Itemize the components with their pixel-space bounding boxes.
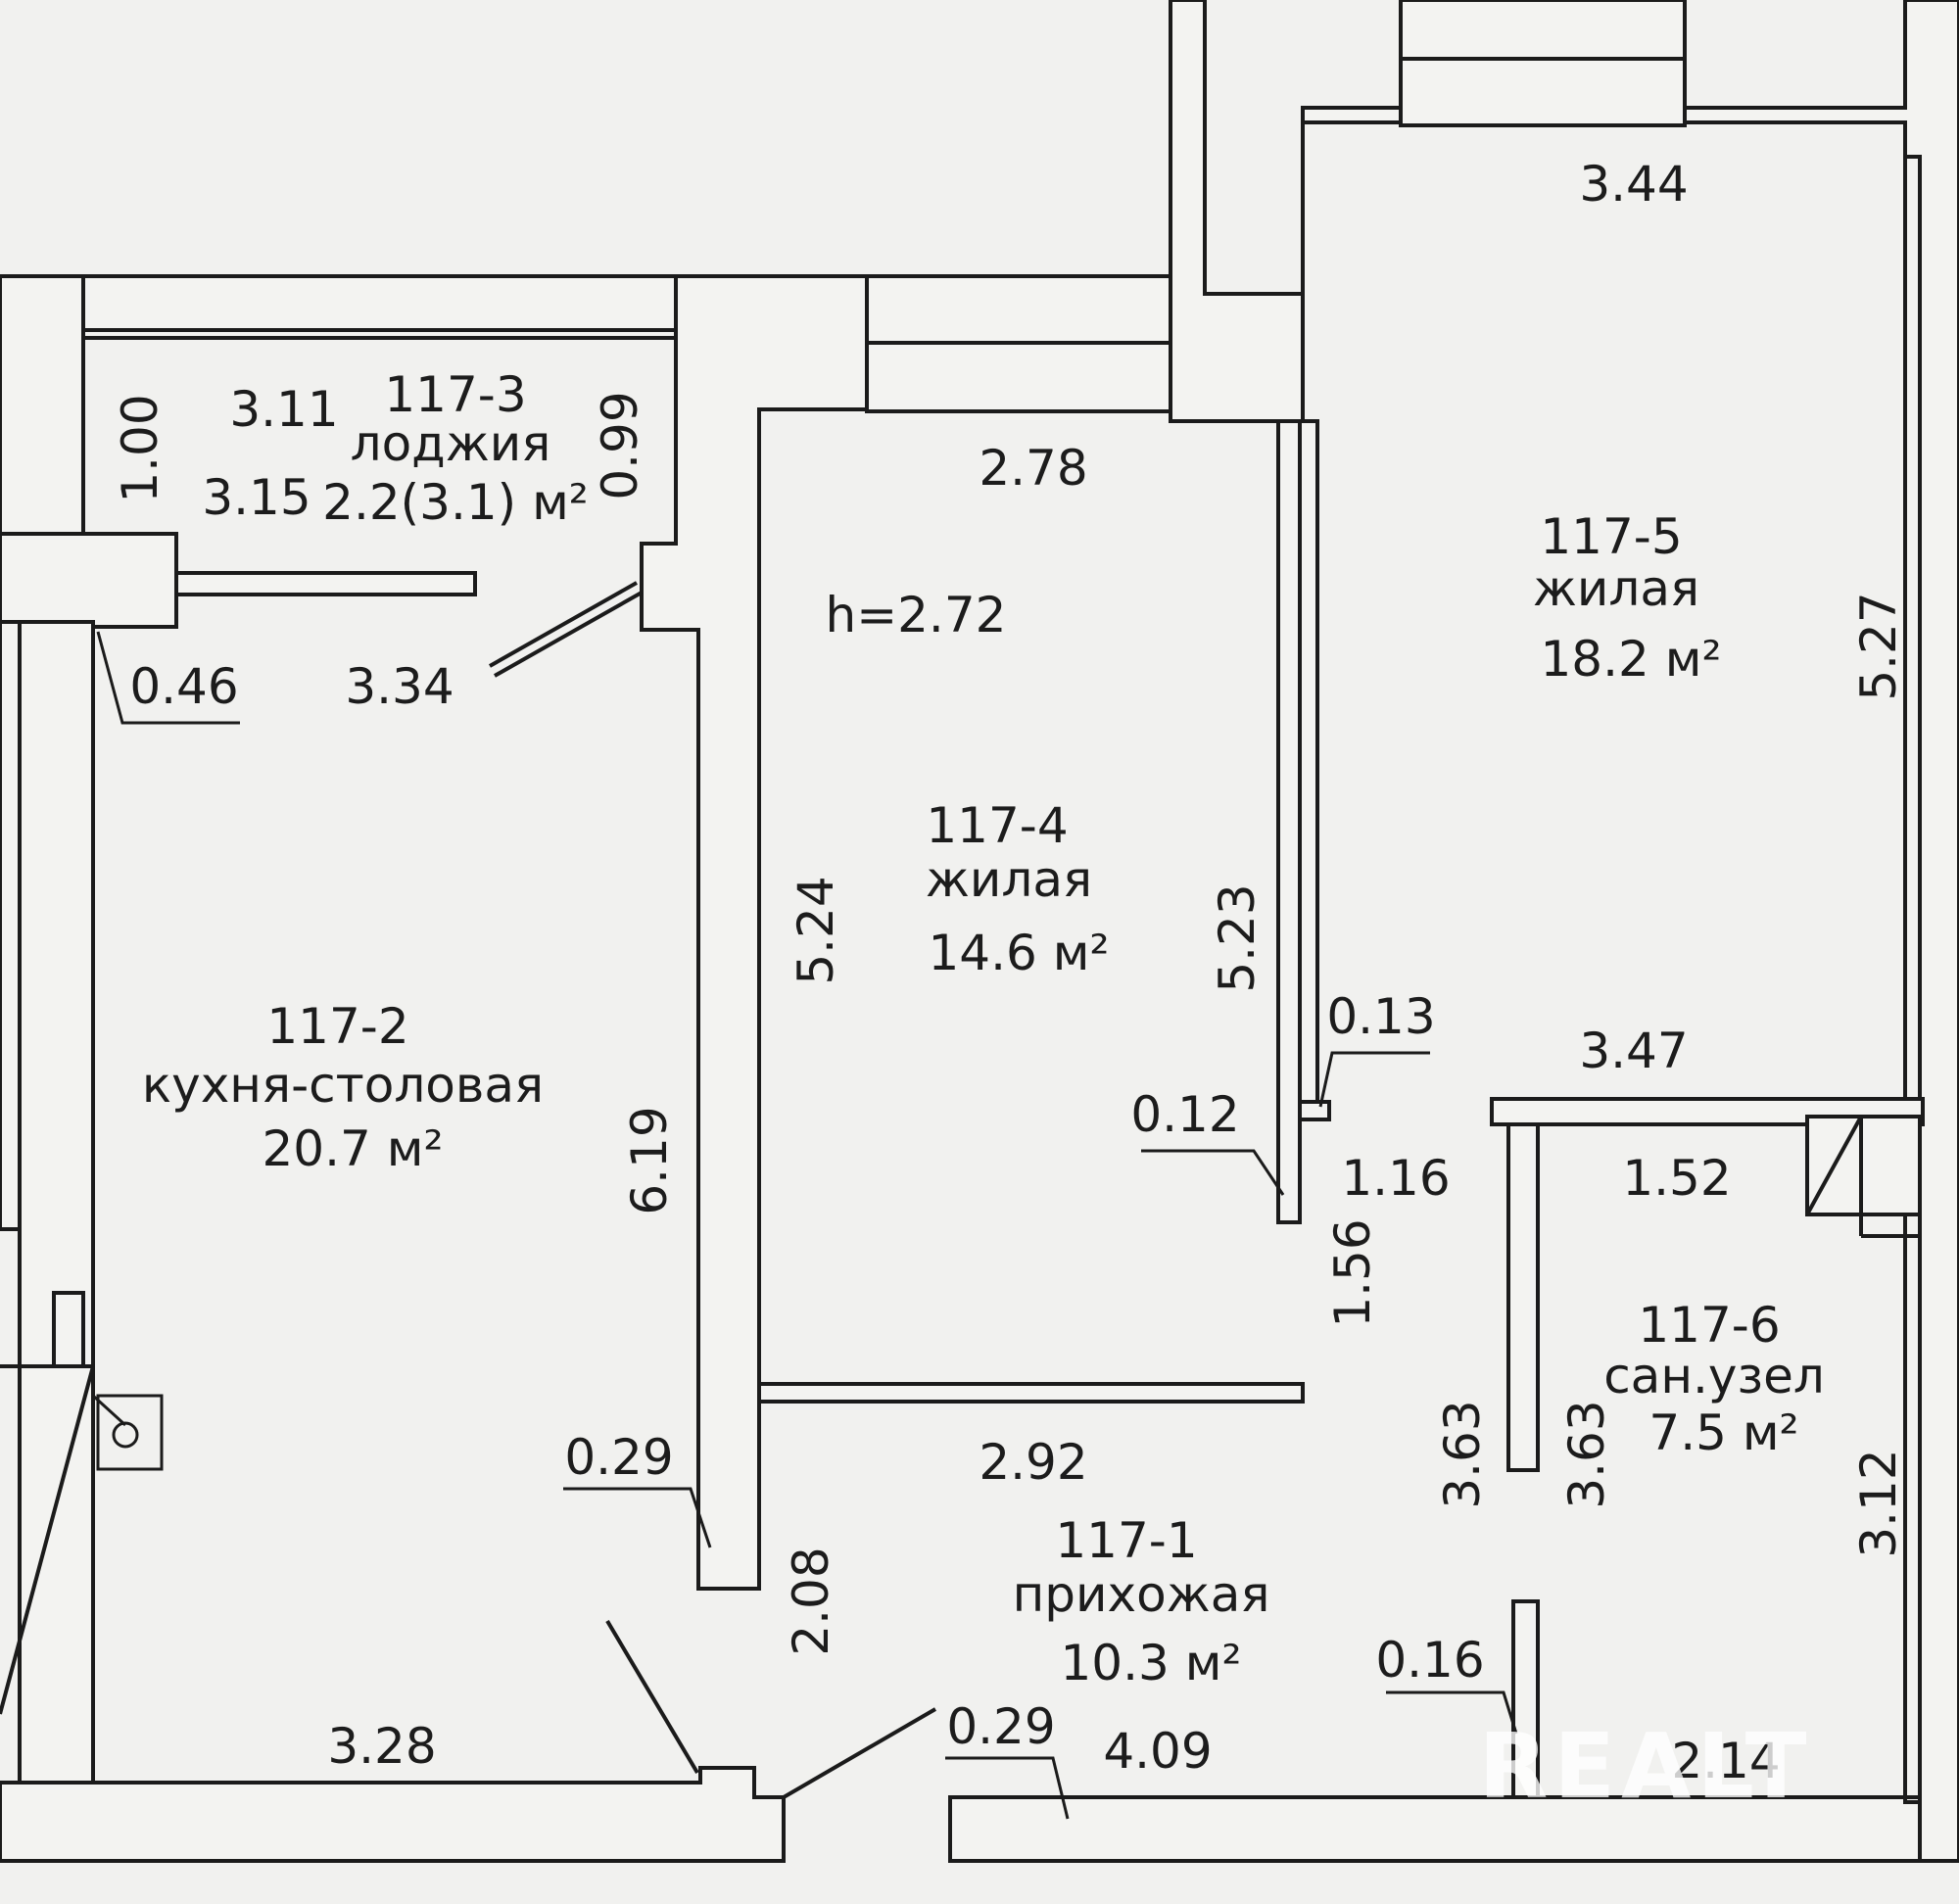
dim-label: 3.47 <box>1579 1023 1688 1079</box>
room-area: 20.7 м² <box>263 1120 444 1177</box>
leader-lines <box>96 631 1518 1820</box>
dim-label: 2.14 <box>1671 1733 1780 1789</box>
room-type: лоджия <box>351 415 551 472</box>
dim-label: 2.78 <box>979 440 1087 497</box>
walls <box>0 0 1959 1863</box>
watermark-logo: REALT <box>1478 1714 1812 1819</box>
room-number: 117-1 <box>1055 1512 1197 1569</box>
dim-label: 5.23 <box>1209 883 1266 992</box>
kitchen-door-swing <box>605 1619 699 1775</box>
room-bathroom: 117-6 сан.узел 7.5 м² <box>1603 1297 1825 1461</box>
doors <box>174 571 937 1799</box>
dim-label: 5.27 <box>1850 592 1907 700</box>
room-type: сан.узел <box>1603 1348 1825 1404</box>
room-number: 117-4 <box>926 797 1068 854</box>
room-type: прихожая <box>1013 1566 1270 1623</box>
room-area: 10.3 м² <box>1061 1635 1242 1691</box>
dim-label: 1.16 <box>1341 1150 1450 1207</box>
dim-label: 3.34 <box>345 658 454 715</box>
room-5: 117-5 жилая 18.2 м² <box>1533 508 1722 688</box>
dim-label: 6.19 <box>621 1106 678 1214</box>
room-number: 117-2 <box>266 998 408 1055</box>
dim-label: 3.15 <box>202 469 311 526</box>
room-kitchen: 117-2 кухня-столовая 20.7 м² <box>142 998 544 1177</box>
dim-label: 3.11 <box>229 381 338 438</box>
ceiling-height: h=2.72 <box>826 587 1007 643</box>
room-type: жилая <box>1533 560 1699 617</box>
room-number: 117-5 <box>1540 508 1682 565</box>
room-number: 117-3 <box>384 366 526 423</box>
dim-label: 0.29 <box>946 1698 1055 1755</box>
room-number: 117-6 <box>1638 1297 1780 1354</box>
loggia-door-leaf <box>489 581 638 668</box>
dim-label: 0.12 <box>1130 1086 1239 1143</box>
dim-label: 2.92 <box>979 1434 1087 1491</box>
dim-label: 0.16 <box>1375 1632 1484 1689</box>
dim-label: 3.63 <box>1434 1400 1491 1508</box>
dim-label: 3.12 <box>1850 1449 1907 1557</box>
dim-label: 1.52 <box>1622 1150 1731 1207</box>
room-4: 117-4 жилая 14.6 м² <box>926 797 1110 981</box>
loggia-door-leaf-edge <box>494 591 643 678</box>
dim-label: 3.28 <box>327 1718 436 1775</box>
room-hallway: 117-1 прихожая 10.3 м² <box>1013 1512 1270 1691</box>
dim-label: 3.63 <box>1558 1400 1615 1508</box>
entrance-door-swing <box>782 1707 937 1799</box>
loggia-window <box>174 571 477 596</box>
dim-label: 3.44 <box>1579 156 1688 213</box>
dim-label: 1.00 <box>112 394 168 502</box>
dim-label: 2.08 <box>783 1547 839 1655</box>
dim-label: 4.09 <box>1103 1723 1212 1780</box>
dim-label: 0.99 <box>592 391 648 500</box>
dim-label: 0.29 <box>564 1429 673 1486</box>
room-area: 18.2 м² <box>1541 631 1722 688</box>
dim-label: 0.46 <box>129 658 238 715</box>
room-area: 7.5 м² <box>1648 1404 1798 1461</box>
dim-label: 1.56 <box>1324 1218 1381 1327</box>
room-area: 14.6 м² <box>929 925 1110 981</box>
room-area: 2.2(3.1) м² <box>322 474 589 531</box>
dim-label: 0.13 <box>1326 988 1435 1045</box>
dim-label: 5.24 <box>788 876 844 984</box>
room-loggia: 117-3 лоджия 2.2(3.1) м² <box>322 366 589 531</box>
dimension-labels: 3.11 3.15 1.00 0.99 0.46 3.34 2.78 3.44 … <box>112 156 1907 1789</box>
room-type: кухня-столовая <box>142 1057 544 1114</box>
room-type: жилая <box>926 851 1092 908</box>
